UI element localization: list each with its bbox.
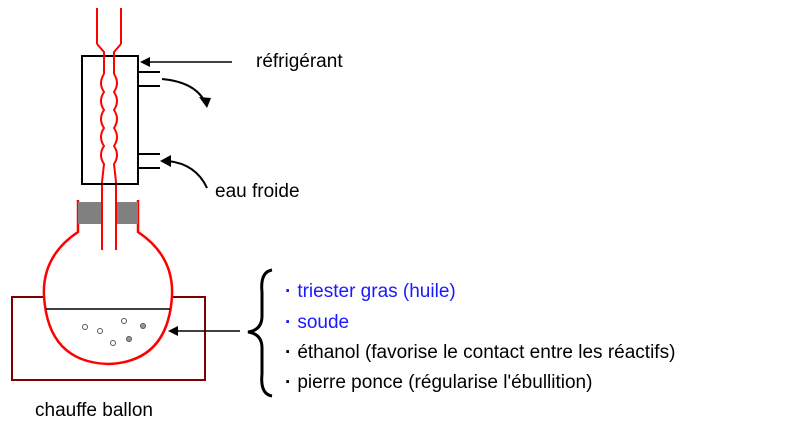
water-in-arrow xyxy=(167,160,208,189)
heater-label: chauffe ballon xyxy=(35,400,153,421)
reactant-item: ·pierre ponce (régularise l'ébullition) xyxy=(285,372,593,393)
flask xyxy=(42,200,174,366)
water-out-arrow xyxy=(161,78,206,103)
reactant-item: ·éthanol (favorise le contact entre les … xyxy=(285,342,676,363)
water-inlet xyxy=(138,153,160,169)
reactant-item: ·triester gras (huile) xyxy=(285,281,456,302)
cold-water-label: eau froide xyxy=(215,181,300,202)
pumice-stones xyxy=(82,318,146,346)
condenser-label: réfrigérant xyxy=(256,51,343,72)
reactant-item: ·soude xyxy=(285,312,350,333)
condenser-coil-right xyxy=(112,73,118,183)
curly-brace xyxy=(247,268,273,398)
water-outlet xyxy=(138,71,160,87)
condenser-jacket xyxy=(81,55,139,185)
condenser-coil-left xyxy=(100,73,106,183)
